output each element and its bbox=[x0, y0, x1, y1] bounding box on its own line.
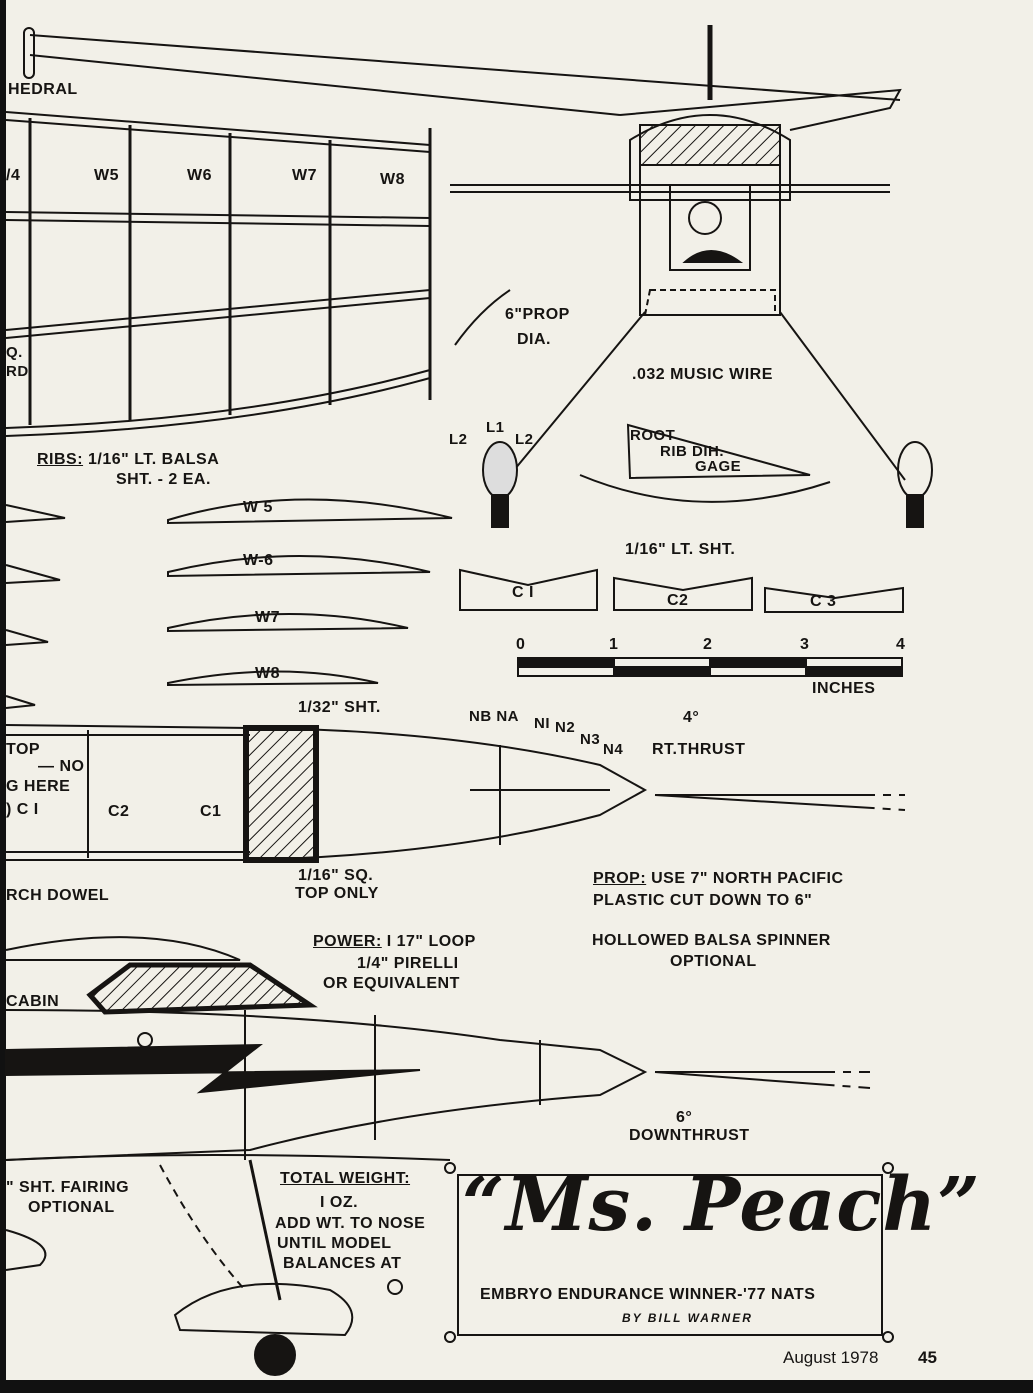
weight-note: BALANCES AT bbox=[283, 1255, 402, 1272]
scale-tick: 3 bbox=[800, 636, 810, 653]
rib-station-w6: W6 bbox=[187, 167, 212, 184]
fuselage-side-view bbox=[5, 936, 871, 1376]
plan-title: “Ms. Peach” bbox=[462, 1162, 981, 1248]
prop-note: PROP: USE 7" NORTH PACIFIC bbox=[593, 871, 844, 887]
ribs-material: 1/16" LT. BALSA bbox=[88, 451, 220, 468]
sq-label-2: TOP ONLY bbox=[295, 885, 379, 902]
power-note-line1: I 17" LOOP bbox=[386, 933, 476, 950]
gage-label: ROOT bbox=[630, 427, 676, 444]
prop-note-line1: USE 7" NORTH PACIFIC bbox=[651, 870, 844, 887]
rib-template-w8: W8 bbox=[255, 665, 280, 682]
fairing-note-2: OPTIONAL bbox=[28, 1199, 115, 1216]
spinner-note: HOLLOWED BALSA SPINNER bbox=[592, 932, 831, 949]
fairing-note: " SHT. FAIRING bbox=[6, 1179, 130, 1196]
nose-former-label: N4 bbox=[603, 741, 624, 758]
scale-tick: 0 bbox=[516, 636, 526, 653]
page-edge-bottom bbox=[0, 1380, 1033, 1393]
ribs-note: RIBS: 1/16" LT. BALSA bbox=[37, 452, 219, 468]
power-note-line2: 1/4" PIRELLI bbox=[357, 955, 459, 972]
power-note-label: POWER: bbox=[313, 933, 382, 950]
wheel-label: L2 bbox=[515, 431, 534, 448]
nose-former-label: N3 bbox=[580, 731, 601, 748]
spinner-note-2: OPTIONAL bbox=[670, 953, 757, 970]
gage-label: RIB DIH. bbox=[660, 443, 724, 460]
c2-callout: C2 bbox=[108, 803, 130, 820]
thrust-angle: 4° bbox=[683, 709, 700, 726]
weight-value: I OZ. bbox=[320, 1194, 359, 1211]
fuselage-top-view bbox=[5, 724, 906, 863]
prop-note-line2: PLASTIC CUT DOWN TO 6" bbox=[593, 892, 813, 909]
prop-dia-label-2: DIA. bbox=[517, 331, 551, 348]
callout-fragment: RD bbox=[6, 363, 29, 380]
scale-tick: 1 bbox=[609, 636, 619, 653]
wing-plan-view bbox=[5, 27, 901, 437]
downthrust-label: DOWNTHRUST bbox=[629, 1127, 750, 1144]
wheel-label: L1 bbox=[486, 419, 505, 436]
nose-former-label: NI bbox=[534, 715, 550, 732]
rib-station-w4: /4 bbox=[6, 167, 21, 184]
rib-station-w7: W7 bbox=[292, 167, 317, 184]
rib-template-w5: W 5 bbox=[243, 499, 273, 516]
page-edge-left bbox=[0, 0, 6, 1393]
formers-and-scale bbox=[459, 568, 904, 677]
former-c1: C I bbox=[512, 584, 534, 601]
rib-template-w7: W7 bbox=[255, 609, 280, 626]
music-wire-label: .032 MUSIC WIRE bbox=[632, 366, 773, 383]
scale-tick: 2 bbox=[703, 636, 713, 653]
issue-date: August 1978 bbox=[783, 1348, 879, 1367]
weight-note: UNTIL MODEL bbox=[277, 1235, 392, 1252]
page-number: 45 bbox=[918, 1348, 937, 1367]
sheet-label: 1/32" SHT. bbox=[298, 699, 381, 716]
sq-label: 1/16" SQ. bbox=[298, 867, 374, 884]
left-note: ) C I bbox=[6, 801, 39, 818]
weight-label: TOTAL WEIGHT: bbox=[280, 1170, 411, 1187]
formers-material: 1/16" LT. SHT. bbox=[625, 541, 736, 558]
title-box-frame bbox=[457, 1174, 883, 1336]
power-note: POWER: I 17" LOOP bbox=[313, 934, 476, 950]
gage-label: GAGE bbox=[695, 458, 742, 475]
dihedral-label: HEDRAL bbox=[8, 81, 78, 98]
rib-templates bbox=[5, 498, 453, 709]
scale-tick: 4 bbox=[896, 636, 906, 653]
rib-station-w8: W8 bbox=[380, 171, 405, 188]
prop-dia-label: 6"PROP bbox=[505, 306, 570, 323]
dowel-label: RCH DOWEL bbox=[6, 887, 110, 904]
left-note: TOP bbox=[6, 741, 41, 758]
power-note-line3: OR EQUIVALENT bbox=[323, 975, 460, 992]
nose-former-label: N2 bbox=[555, 719, 576, 736]
plan-subtitle: EMBRYO ENDURANCE WINNER-'77 NATS bbox=[480, 1286, 816, 1303]
cabin-label: CABIN bbox=[6, 993, 60, 1010]
rib-template-w6: W-6 bbox=[243, 552, 274, 569]
c1-callout: C1 bbox=[200, 803, 222, 820]
front-view bbox=[450, 25, 933, 528]
rib-station-w5: W5 bbox=[94, 167, 119, 184]
wheel-label: L2 bbox=[449, 431, 468, 448]
plan-byline: BY BILL WARNER bbox=[622, 1311, 753, 1325]
left-note: — NO bbox=[38, 758, 85, 775]
former-c3: C 3 bbox=[810, 593, 837, 610]
callout-fragment: Q. bbox=[6, 344, 23, 361]
left-note: G HERE bbox=[6, 778, 71, 795]
prop-note-label: PROP: bbox=[593, 870, 647, 887]
ribs-quantity: SHT. - 2 EA. bbox=[116, 471, 211, 488]
ribs-label: RIBS: bbox=[37, 451, 84, 468]
thrust-label: RT.THRUST bbox=[652, 741, 746, 758]
downthrust-angle: 6° bbox=[676, 1109, 693, 1126]
weight-note: ADD WT. TO NOSE bbox=[275, 1215, 426, 1232]
scale-unit: INCHES bbox=[812, 680, 876, 697]
former-c2: C2 bbox=[667, 592, 689, 609]
nose-former-label: NB NA bbox=[469, 708, 519, 725]
